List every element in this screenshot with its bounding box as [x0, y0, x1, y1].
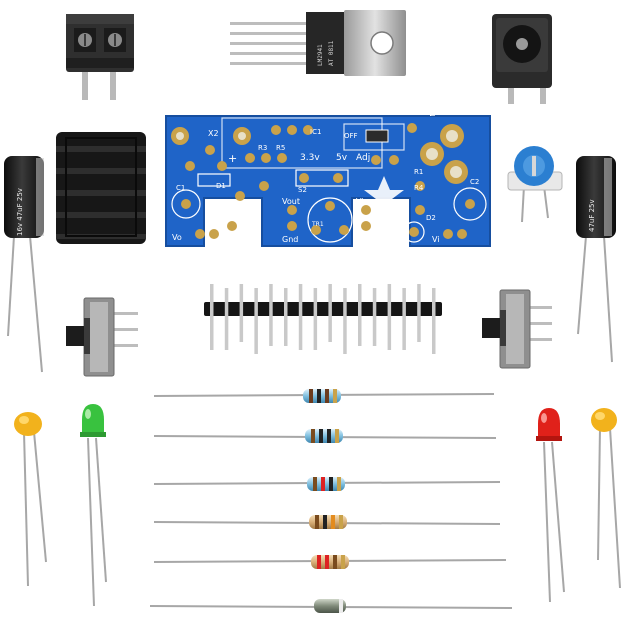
electrolytic-capacitor-right: 47uF 25v	[576, 156, 616, 363]
resistor-color-band	[341, 555, 345, 569]
diode-body	[314, 599, 346, 613]
resistor-color-band	[311, 429, 315, 443]
trimmer-potentiometer	[507, 146, 563, 223]
resistor-color-band	[313, 477, 317, 491]
silk-d1: D1	[216, 182, 226, 190]
silk-off: OFF	[344, 132, 358, 140]
header-pin	[239, 284, 244, 342]
silk-x2: X2	[208, 129, 219, 138]
cap-right-marking: 47uF 25v	[588, 199, 596, 232]
dc-barrel-jack	[492, 14, 552, 104]
resistor-color-band	[327, 429, 331, 443]
silk-on: ON	[428, 106, 436, 117]
header-pin	[313, 288, 318, 350]
header-pin	[224, 288, 229, 350]
resistor-color-band	[325, 555, 329, 569]
slide-switch-right	[482, 289, 552, 369]
electrolytic-capacitor-left: 16v 47uF 25v	[4, 156, 44, 373]
regulator-marking-1: LM2941	[317, 44, 324, 66]
ceramic-capacitor-right	[591, 408, 621, 589]
silk-r2: R2	[222, 198, 231, 206]
header-pin	[328, 284, 332, 342]
silk-r3: R3	[258, 144, 267, 152]
silk-tr1: TR1	[311, 221, 324, 228]
slide-switch-left	[66, 297, 138, 377]
silk-r5: R5	[276, 144, 285, 152]
header-pin	[417, 284, 421, 342]
resistor-color-band	[317, 555, 321, 569]
resistor-color-band	[323, 515, 327, 529]
silk-vi: Vi	[432, 235, 440, 244]
heatsink	[56, 132, 146, 244]
header-pin	[284, 288, 288, 346]
silk-c1: C1	[176, 184, 185, 192]
silk-gnd-right: Gnd	[354, 235, 370, 244]
silk-c2: C2	[470, 178, 479, 186]
resistor-color-band	[333, 555, 337, 569]
silk-plus: +	[228, 152, 237, 165]
silk-d2: D2	[426, 214, 436, 222]
voltage-regulator: LM2941 AT 0811	[230, 10, 406, 76]
resistor-color-band	[319, 429, 323, 443]
resistor-color-band	[331, 515, 335, 529]
silk-gnd-left: Gnd	[282, 235, 298, 244]
header-pin	[372, 288, 377, 346]
silk-d3: D3	[214, 216, 224, 224]
silk-r4: R4	[414, 184, 424, 192]
header-pin	[358, 284, 362, 346]
resistor-color-band	[337, 477, 341, 491]
screw-terminal-block	[66, 14, 134, 100]
silk-vin: Vin	[356, 197, 369, 206]
cap-left-marking: 16v 47uF 25v	[16, 188, 24, 236]
silk-s2: S2	[298, 186, 307, 194]
resistors	[149, 389, 513, 613]
pcb-board: X2 IC1 OFF ON R3 R5 3.3v 5v Adj + D1 R2 …	[165, 106, 491, 247]
silk-3v3: 3.3v	[300, 153, 320, 163]
resistor-color-band	[321, 477, 325, 491]
silk-vo: Vo	[172, 233, 182, 242]
header-pin	[269, 284, 273, 346]
header-pin	[254, 288, 258, 354]
ceramic-capacitor-left	[14, 412, 47, 587]
header-pin	[432, 288, 436, 354]
header-pin	[298, 284, 303, 350]
red-led	[536, 408, 565, 603]
header-pin	[387, 284, 392, 350]
resistor-color-band	[329, 477, 333, 491]
green-led	[80, 404, 107, 607]
silk-vout-mid: Vout	[282, 197, 300, 206]
silk-5v: 5v	[336, 153, 348, 163]
resistor-color-band	[325, 389, 329, 403]
resistor-color-band	[315, 515, 319, 529]
header-pin	[210, 284, 214, 350]
header-pin	[343, 288, 347, 354]
resistor-color-band	[335, 429, 339, 443]
resistor-color-band	[339, 515, 343, 529]
silk-adj: Adj	[356, 153, 370, 163]
silk-ic1: IC1	[310, 128, 321, 136]
regulator-marking-2: AT 0811	[328, 40, 335, 66]
diode-cathode-band	[339, 599, 343, 613]
silk-r1: R1	[414, 168, 423, 176]
header-pin	[402, 288, 406, 350]
header-pins	[204, 284, 442, 354]
resistor-color-band	[333, 389, 337, 403]
resistor-color-band	[317, 389, 321, 403]
resistor-color-band	[309, 389, 313, 403]
